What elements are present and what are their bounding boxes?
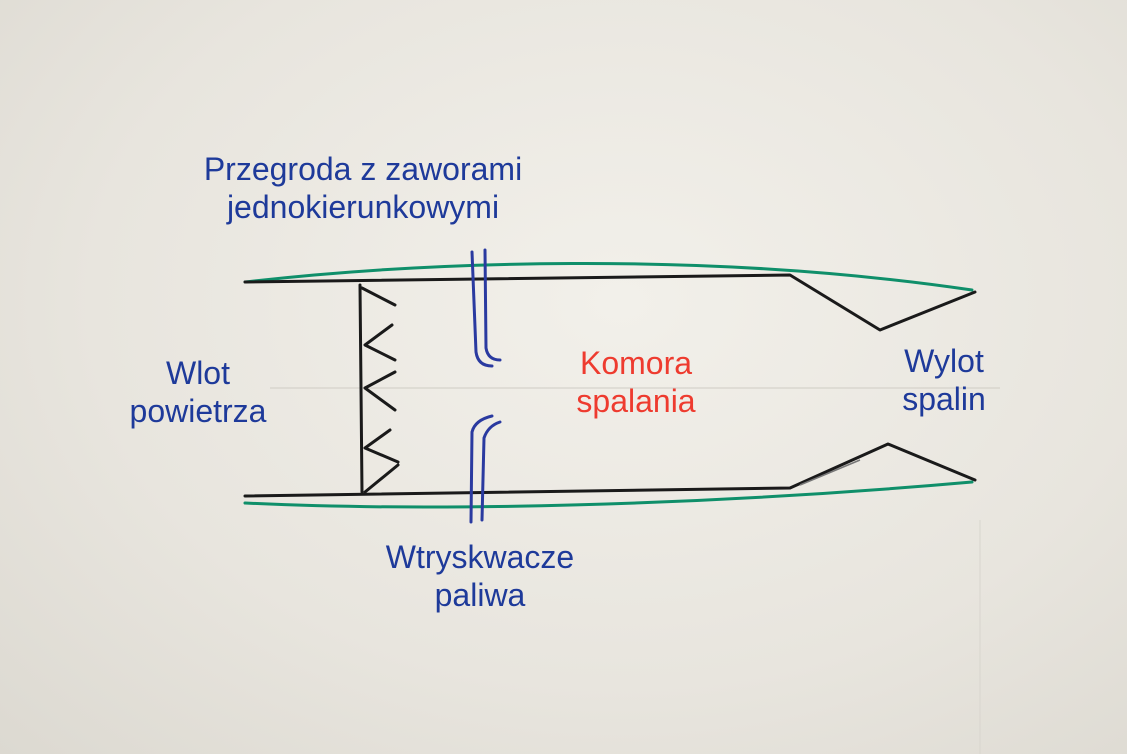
outlet-label: Wylot spalin [902, 342, 986, 419]
injectors-label-line-2: paliwa [386, 576, 574, 614]
outlet-label-line-2: spalin [902, 380, 986, 418]
body-bottom-outline [245, 444, 975, 496]
partition-wall [360, 285, 362, 492]
chamber-label-line-1: Komora [576, 344, 695, 382]
injector-top [472, 250, 500, 366]
inlet-label-line-2: powietrza [130, 392, 267, 430]
partition-label-line-1: Przegroda z zaworami [204, 150, 522, 188]
body-top-outline [245, 275, 975, 330]
valve-3 [365, 430, 398, 462]
partition-label: Przegroda z zaworami jednokierunkowymi [204, 150, 522, 227]
valve-1 [362, 288, 395, 360]
nozzle-hatch [800, 460, 860, 485]
chamber-label-line-2: spalania [576, 382, 695, 420]
valve-4 [365, 465, 398, 492]
injectors-label: Wtryskwacze paliwa [386, 538, 574, 615]
valve-2 [365, 372, 395, 410]
injectors-label-line-1: Wtryskwacze [386, 538, 574, 576]
inlet-label: Wlot powietrza [130, 354, 267, 431]
inlet-label-line-1: Wlot [130, 354, 267, 392]
outlet-label-line-1: Wylot [902, 342, 986, 380]
partition-label-line-2: jednokierunkowymi [204, 188, 522, 226]
chamber-label: Komora spalania [576, 344, 695, 421]
